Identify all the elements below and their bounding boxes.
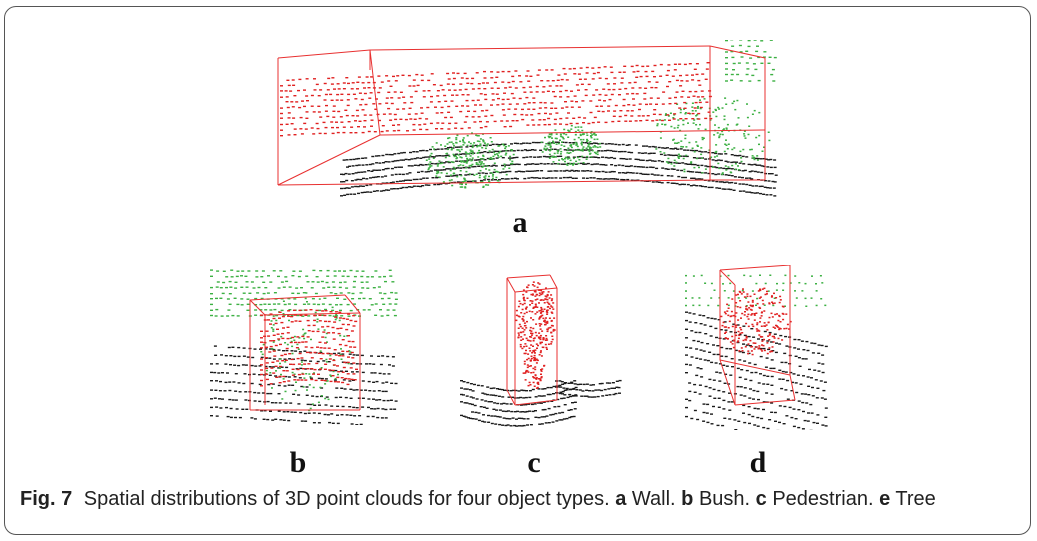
caption-item-text: Pedestrian. [772, 488, 874, 510]
bush-pointcloud-image [210, 269, 398, 425]
caption-item-letter: c [755, 488, 767, 510]
panel-d-label: d [749, 446, 767, 479]
vegetation-points [260, 292, 352, 412]
bounding-box [506, 274, 558, 406]
figure-number: Fig. 7 [20, 488, 73, 510]
panel-b-bush-pointcloud [205, 265, 400, 425]
caption-item-text: Bush. [698, 488, 751, 510]
bounding-box [249, 294, 361, 411]
vegetation-points [425, 132, 515, 189]
panel-d-tree-pointcloud [680, 265, 830, 430]
vegetation-points [540, 125, 602, 166]
caption-text: Spatial distributions of 3D point clouds… [83, 488, 610, 510]
figure-frame [4, 6, 1031, 535]
vegetation-points [685, 274, 827, 307]
ground-points [210, 345, 398, 425]
tree-pointcloud-image [685, 265, 828, 430]
vegetation-points [725, 40, 777, 82]
panel-b-label: b [289, 446, 307, 479]
wall-points [280, 62, 713, 137]
caption-item-text: Tree [895, 488, 936, 510]
bounding-box [277, 45, 766, 186]
bush-points [260, 309, 358, 387]
vegetation-points [655, 97, 771, 175]
caption-item-text: Wall. [631, 488, 676, 510]
wall-pointcloud-image [277, 40, 778, 197]
caption-item-letter: e [879, 488, 891, 510]
bounding-box [719, 265, 796, 406]
ground-points [340, 141, 778, 197]
vegetation-points [210, 269, 398, 317]
panel-a-label: a [512, 206, 528, 239]
panel-c-label: c [527, 446, 541, 479]
figure-caption: Fig. 7 Spatial distributions of 3D point… [20, 488, 936, 511]
caption-item-letter: a [615, 488, 627, 510]
ground-points [460, 380, 578, 427]
ground-points [685, 311, 828, 430]
pedestrian-points [515, 281, 556, 362]
tree-points [720, 287, 792, 356]
panel-a-wall-pointcloud [270, 40, 780, 200]
pedestrian-points [522, 352, 546, 389]
panel-c-pedestrian-pointcloud [455, 270, 630, 430]
pedestrian-pointcloud-image [460, 274, 622, 427]
caption-item-letter: b [681, 488, 694, 510]
ground-points [555, 379, 622, 398]
